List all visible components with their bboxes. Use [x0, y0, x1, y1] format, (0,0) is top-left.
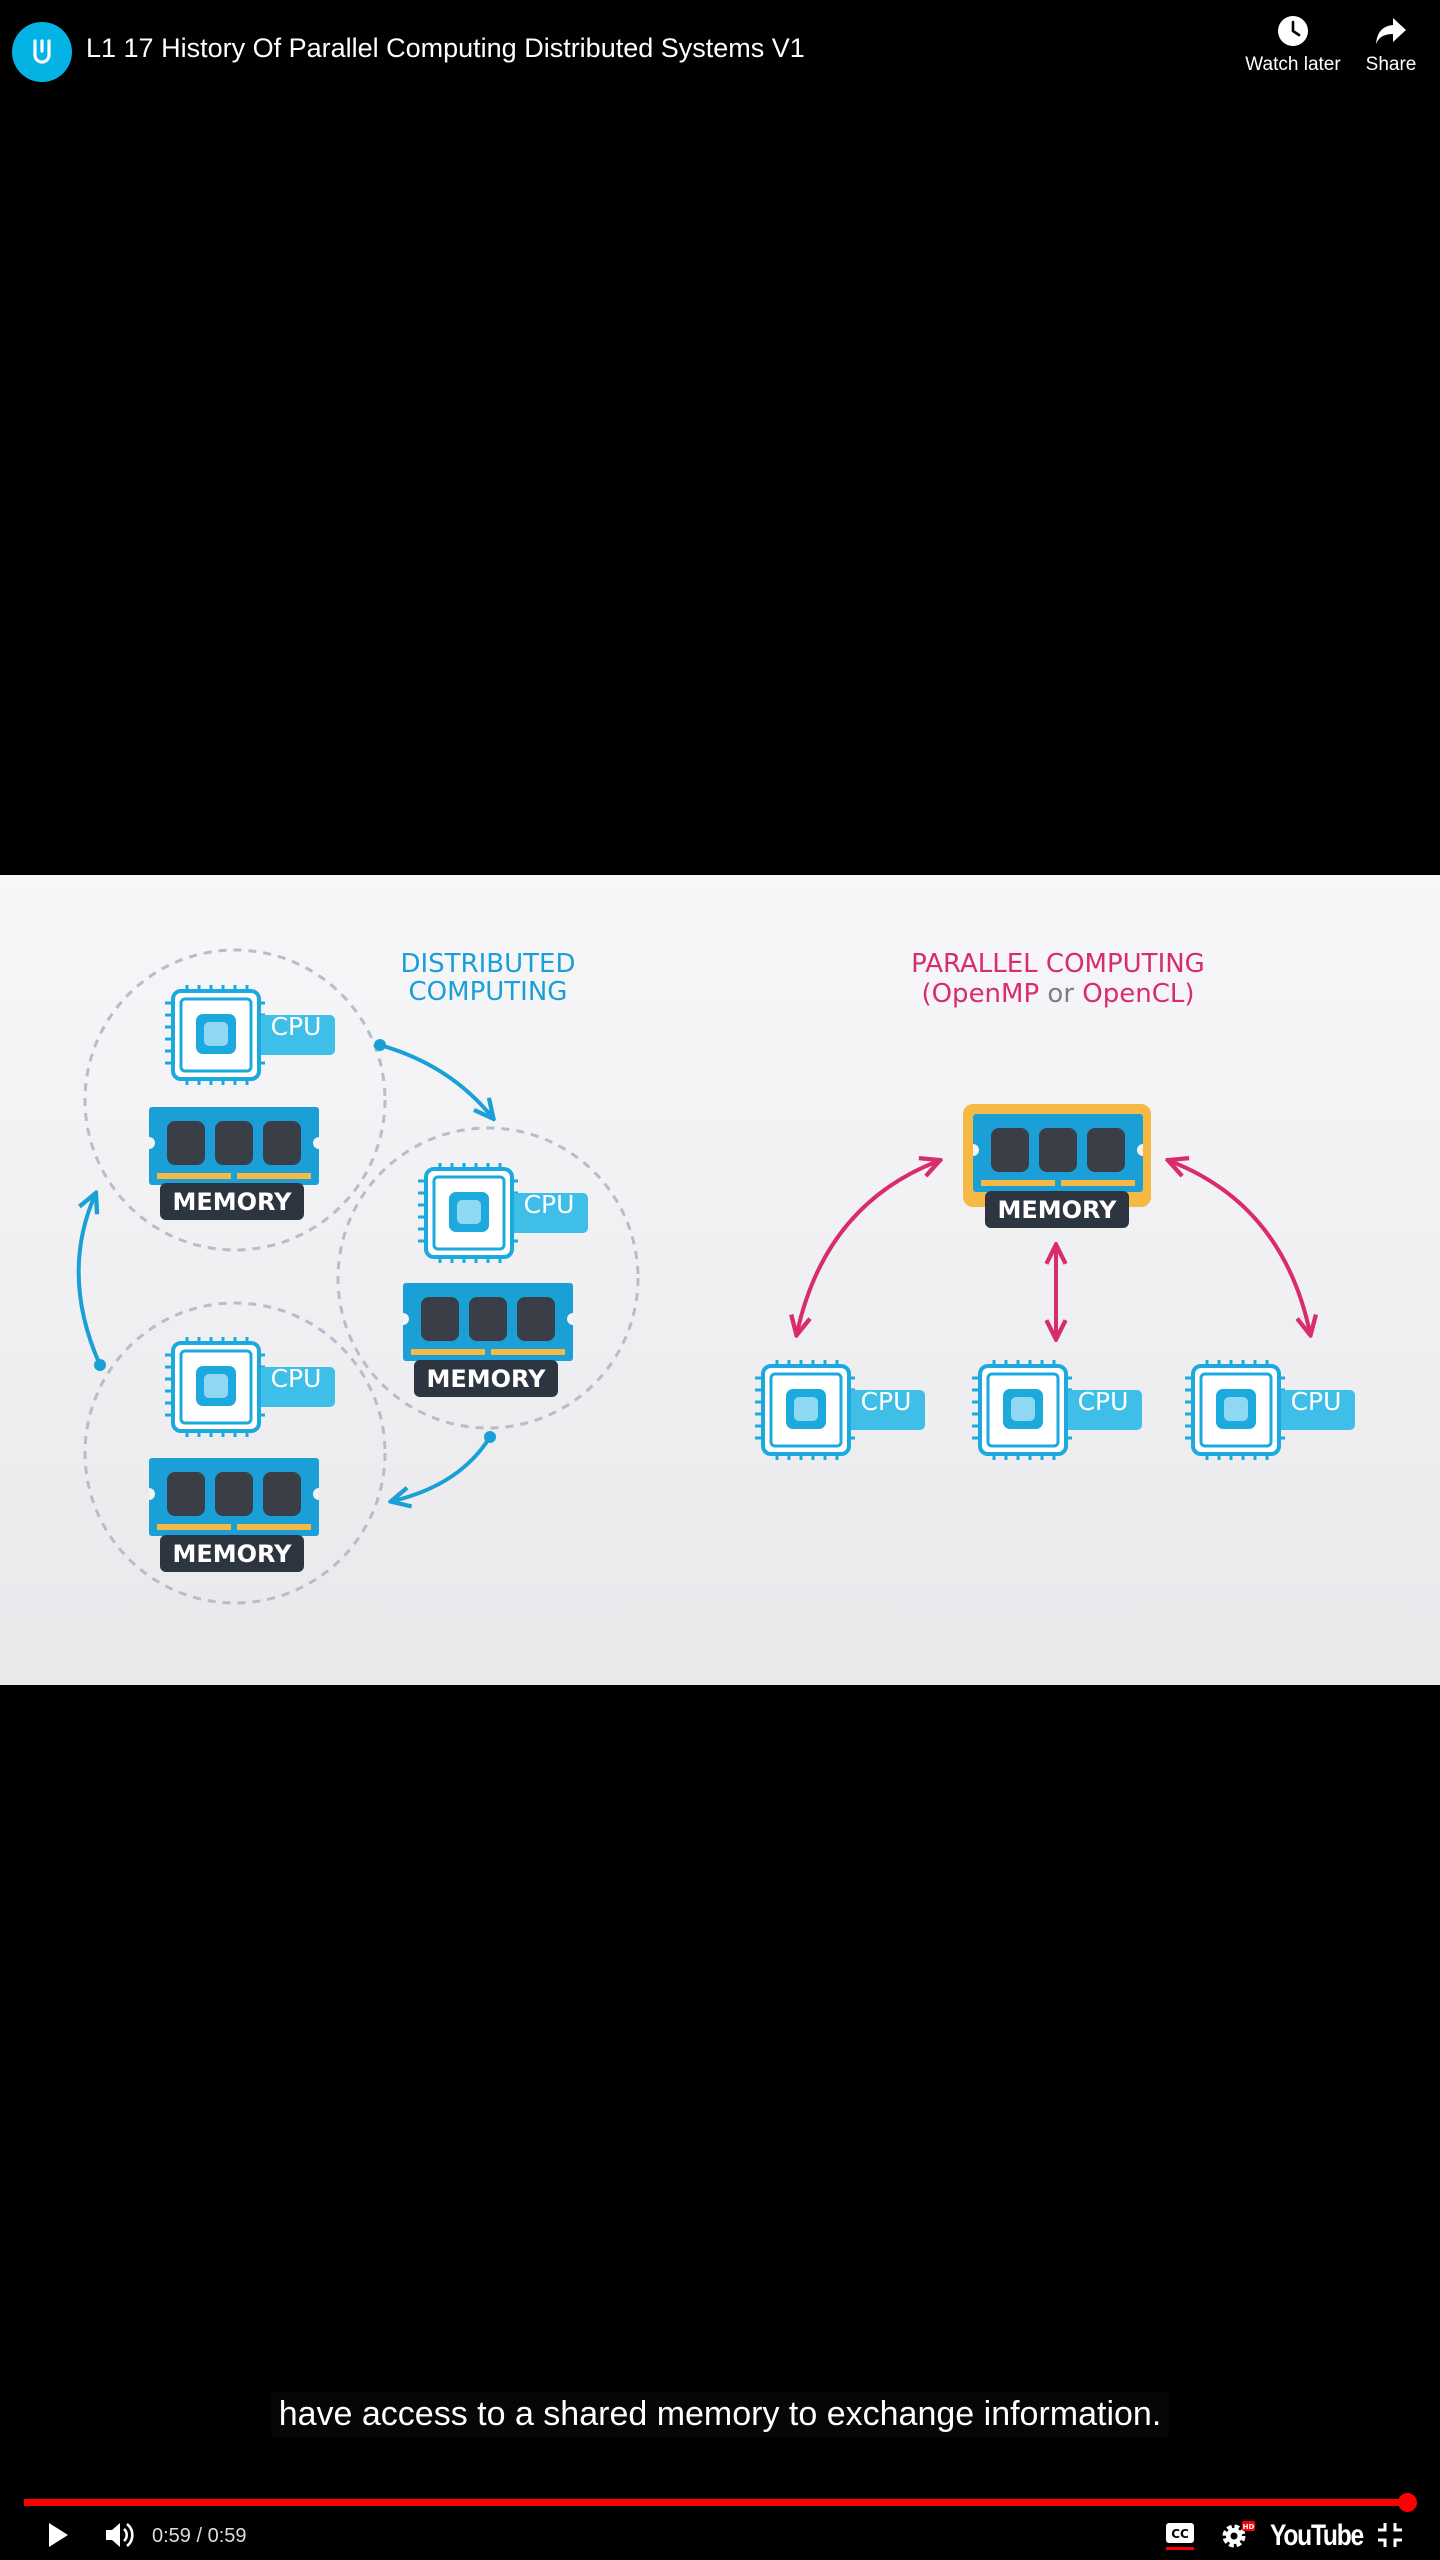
node-circle — [336, 1126, 640, 1430]
subtitle-caption: have access to a shared memory to exchan… — [0, 2392, 1440, 2437]
memory-label: MEMORY — [172, 1188, 292, 1216]
cpu-label: CPU — [271, 1364, 322, 1393]
parallel-or: or — [1047, 979, 1074, 1009]
clock-icon — [1278, 16, 1308, 46]
share-label: Share — [1365, 54, 1417, 75]
exit-fullscreen-button[interactable] — [1370, 2518, 1410, 2552]
channel-logo[interactable] — [12, 22, 72, 82]
watch-later-button[interactable]: Watch later — [1236, 14, 1350, 76]
arrow — [797, 1161, 938, 1333]
arrow — [1170, 1161, 1310, 1333]
video-title[interactable]: L1 17 History Of Parallel Computing Dist… — [86, 33, 805, 63]
subtitles-button[interactable]: CC — [1160, 2518, 1200, 2552]
closed-captions-icon: CC — [1166, 2523, 1194, 2550]
parallel-title-line1: PARALLEL COMPUTING — [911, 949, 1205, 979]
cpu-label: CPU — [861, 1387, 912, 1416]
parallel-title-line2: (OpenMP or OpenCL) — [921, 979, 1194, 1009]
memory-tag — [414, 1360, 558, 1397]
time-total: 0:59 — [207, 2525, 247, 2547]
svg-text:HD: HD — [1243, 2523, 1255, 2531]
memory-label: MEMORY — [172, 1540, 292, 1568]
volume-button[interactable] — [98, 2518, 142, 2552]
cpu-label: CPU — [1291, 1387, 1342, 1416]
arrow — [379, 1043, 492, 1117]
time-display: 0:59 / 0:59 — [152, 2525, 247, 2548]
exit-fullscreen-icon — [1378, 2523, 1402, 2547]
memory-tag — [160, 1535, 304, 1572]
time-current: 0:59 — [152, 2525, 191, 2547]
distributed-title-line2: COMPUTING — [409, 977, 568, 1007]
memory-stick-icon — [973, 1114, 1143, 1192]
parallel-openmp: (OpenMP — [921, 979, 1039, 1009]
hd-badge-icon — [1242, 2521, 1255, 2531]
cpu-label: CPU — [524, 1190, 575, 1219]
arrow — [76, 1195, 102, 1366]
memory-stick-icon — [403, 1283, 573, 1361]
svg-text:CC: CC — [1171, 2527, 1189, 2541]
video-frame[interactable]: CPU MEMORY CPU MEMORY CPU MEMORY DISTRIB… — [0, 875, 1440, 1685]
caption-text: have access to a shared memory to exchan… — [270, 2392, 1170, 2437]
distributed-title-line1: DISTRIBUTED — [400, 949, 575, 979]
memory-tag — [985, 1191, 1129, 1228]
player-header: L1 17 History Of Parallel Computing Dist… — [0, 0, 1440, 110]
volume-icon — [106, 2522, 134, 2548]
memory-label: MEMORY — [997, 1196, 1117, 1224]
time-separator: / — [190, 2525, 208, 2547]
watch-later-label: Watch later — [1245, 54, 1341, 75]
parallel-opencl: OpenCL) — [1082, 979, 1194, 1009]
node-circle — [83, 948, 387, 1252]
arrow — [393, 1435, 492, 1501]
share-button[interactable]: Share — [1358, 14, 1424, 76]
memory-tag — [160, 1183, 304, 1220]
cpu-label: CPU — [271, 1012, 322, 1041]
node-circle — [83, 1301, 387, 1605]
parallel-computing-section: PARALLEL COMPUTING (OpenMP or OpenCL) ME… — [753, 949, 1357, 1462]
play-button[interactable] — [36, 2518, 80, 2552]
youtube-logo[interactable]: YouTube — [1270, 2519, 1364, 2552]
memory-label: MEMORY — [426, 1365, 546, 1393]
play-icon — [49, 2523, 68, 2547]
slide-diagram: CPU MEMORY CPU MEMORY CPU MEMORY DISTRIB… — [0, 875, 1440, 1685]
udacity-logo-icon — [33, 39, 51, 64]
memory-stick-icon — [149, 1107, 319, 1185]
gear-icon: HD — [1222, 2521, 1255, 2548]
distributed-computing-section: CPU MEMORY CPU MEMORY CPU MEMORY DISTRIB… — [76, 948, 640, 1605]
settings-button[interactable]: HD — [1216, 2518, 1260, 2552]
share-arrow-icon — [1376, 18, 1406, 44]
progress-scrubber[interactable] — [1398, 2493, 1417, 2512]
memory-stick-icon — [149, 1458, 319, 1536]
progress-bar[interactable] — [24, 2499, 1408, 2506]
cpu-label: CPU — [1078, 1387, 1129, 1416]
player-controls: 0:59 / 0:59 CC HD YouTube — [0, 2510, 1440, 2560]
